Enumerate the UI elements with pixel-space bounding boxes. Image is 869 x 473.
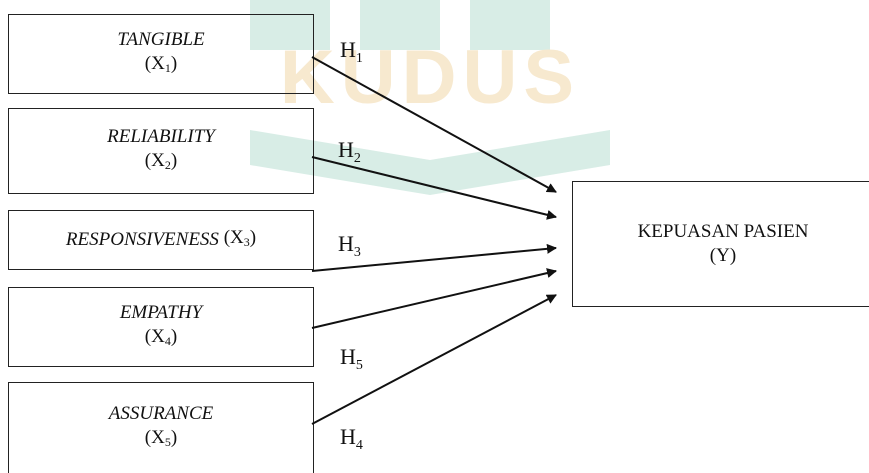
box-responsiveness: RESPONSIVENESS (X3) (8, 210, 314, 270)
hypothesis-label-h4: H4 (340, 424, 363, 454)
box-assurance: ASSURANCE (X5) (8, 382, 314, 473)
hypothesis-label-h1: H1 (340, 37, 363, 67)
reliability-code: (X2) (144, 150, 178, 172)
hypothesis-label-h5: H5 (340, 344, 363, 374)
tangible-code: (X1) (144, 53, 178, 75)
arrow-h2 (311, 156, 557, 220)
empathy-code: (X4) (144, 326, 178, 348)
assurance-code: (X5) (144, 427, 178, 449)
hypothesis-label-h2: H2 (338, 137, 361, 167)
arrow-h4 (311, 294, 557, 425)
box-tangible: TANGIBLE (X1) (8, 14, 314, 94)
reliability-label: RELIABILITY (107, 126, 215, 147)
hypothesis-label-h3: H3 (338, 231, 361, 261)
arrow-h5 (311, 268, 557, 329)
watermark-text: KUDUS (280, 35, 580, 120)
watermark-shape (250, 0, 610, 195)
assurance-label: ASSURANCE (108, 403, 214, 424)
responsiveness-label: RESPONSIVENESS (65, 229, 219, 250)
empathy-label: EMPATHY (119, 302, 203, 323)
target-code: (Y) (709, 245, 737, 266)
box-reliability: RELIABILITY (X2) (8, 108, 314, 194)
responsiveness-code: (X3) (218, 227, 257, 249)
arrow-h3 (311, 243, 557, 272)
box-kepuasan-pasien: KEPUASAN PASIEN (Y) (572, 181, 869, 307)
target-label: KEPUASAN PASIEN (637, 221, 809, 242)
arrow-h1 (311, 56, 557, 193)
box-empathy: EMPATHY (X4) (8, 287, 314, 367)
tangible-label: TANGIBLE (117, 29, 205, 50)
